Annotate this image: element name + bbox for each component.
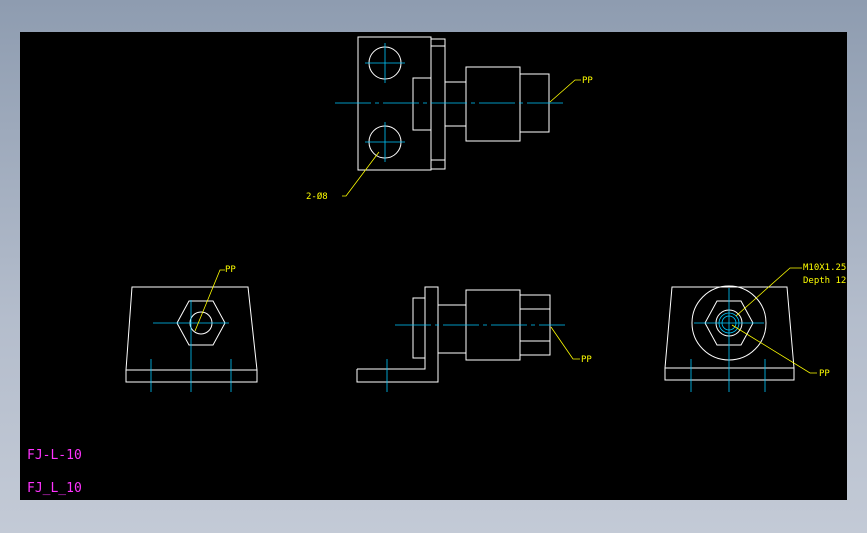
- cad-viewport[interactable]: PP 2-Ø8 PP PP: [20, 32, 847, 500]
- front-view: [125, 286, 258, 383]
- top-view: [357, 36, 550, 171]
- top-view-body: [465, 66, 521, 142]
- side-view-leader: [550, 326, 580, 360]
- holes-callout: 2-Ø8: [306, 191, 328, 202]
- front-view-leader: [194, 269, 225, 332]
- right-view-base: [664, 286, 795, 369]
- right-view-leaders: [731, 267, 817, 374]
- side-view-pp-label: PP: [581, 355, 592, 365]
- front-view-centerlines: [150, 300, 232, 392]
- top-view-nut: [412, 77, 432, 131]
- front-view-foot: [125, 369, 258, 383]
- drawing-canvas: PP 2-Ø8 PP PP: [27, 36, 846, 496]
- thread-callout-size: M10X1.25: [803, 263, 846, 273]
- top-view-leaders: [342, 79, 581, 197]
- right-view-thread: [665, 288, 794, 392]
- top-view-centerlines: [335, 43, 565, 162]
- top-view-flange: [430, 38, 446, 170]
- side-view-bracket: [356, 286, 439, 383]
- side-view-neck: [437, 304, 467, 354]
- right-view-pp-label: PP: [819, 369, 830, 379]
- part-code-label: FJ-L-10: [27, 448, 82, 463]
- front-view-pp-label: PP: [225, 265, 236, 275]
- right-view-foot: [664, 367, 795, 381]
- thread-callout-depth: Depth 12: [803, 276, 846, 286]
- side-view-nut: [412, 297, 426, 359]
- top-view-neck: [444, 81, 467, 127]
- side-view-centerlines: [386, 324, 565, 392]
- top-view-plate: [357, 36, 432, 171]
- top-view-pp-label: PP: [582, 76, 593, 86]
- side-view: [356, 286, 551, 383]
- block-name-label: FJ_L_10: [27, 481, 82, 496]
